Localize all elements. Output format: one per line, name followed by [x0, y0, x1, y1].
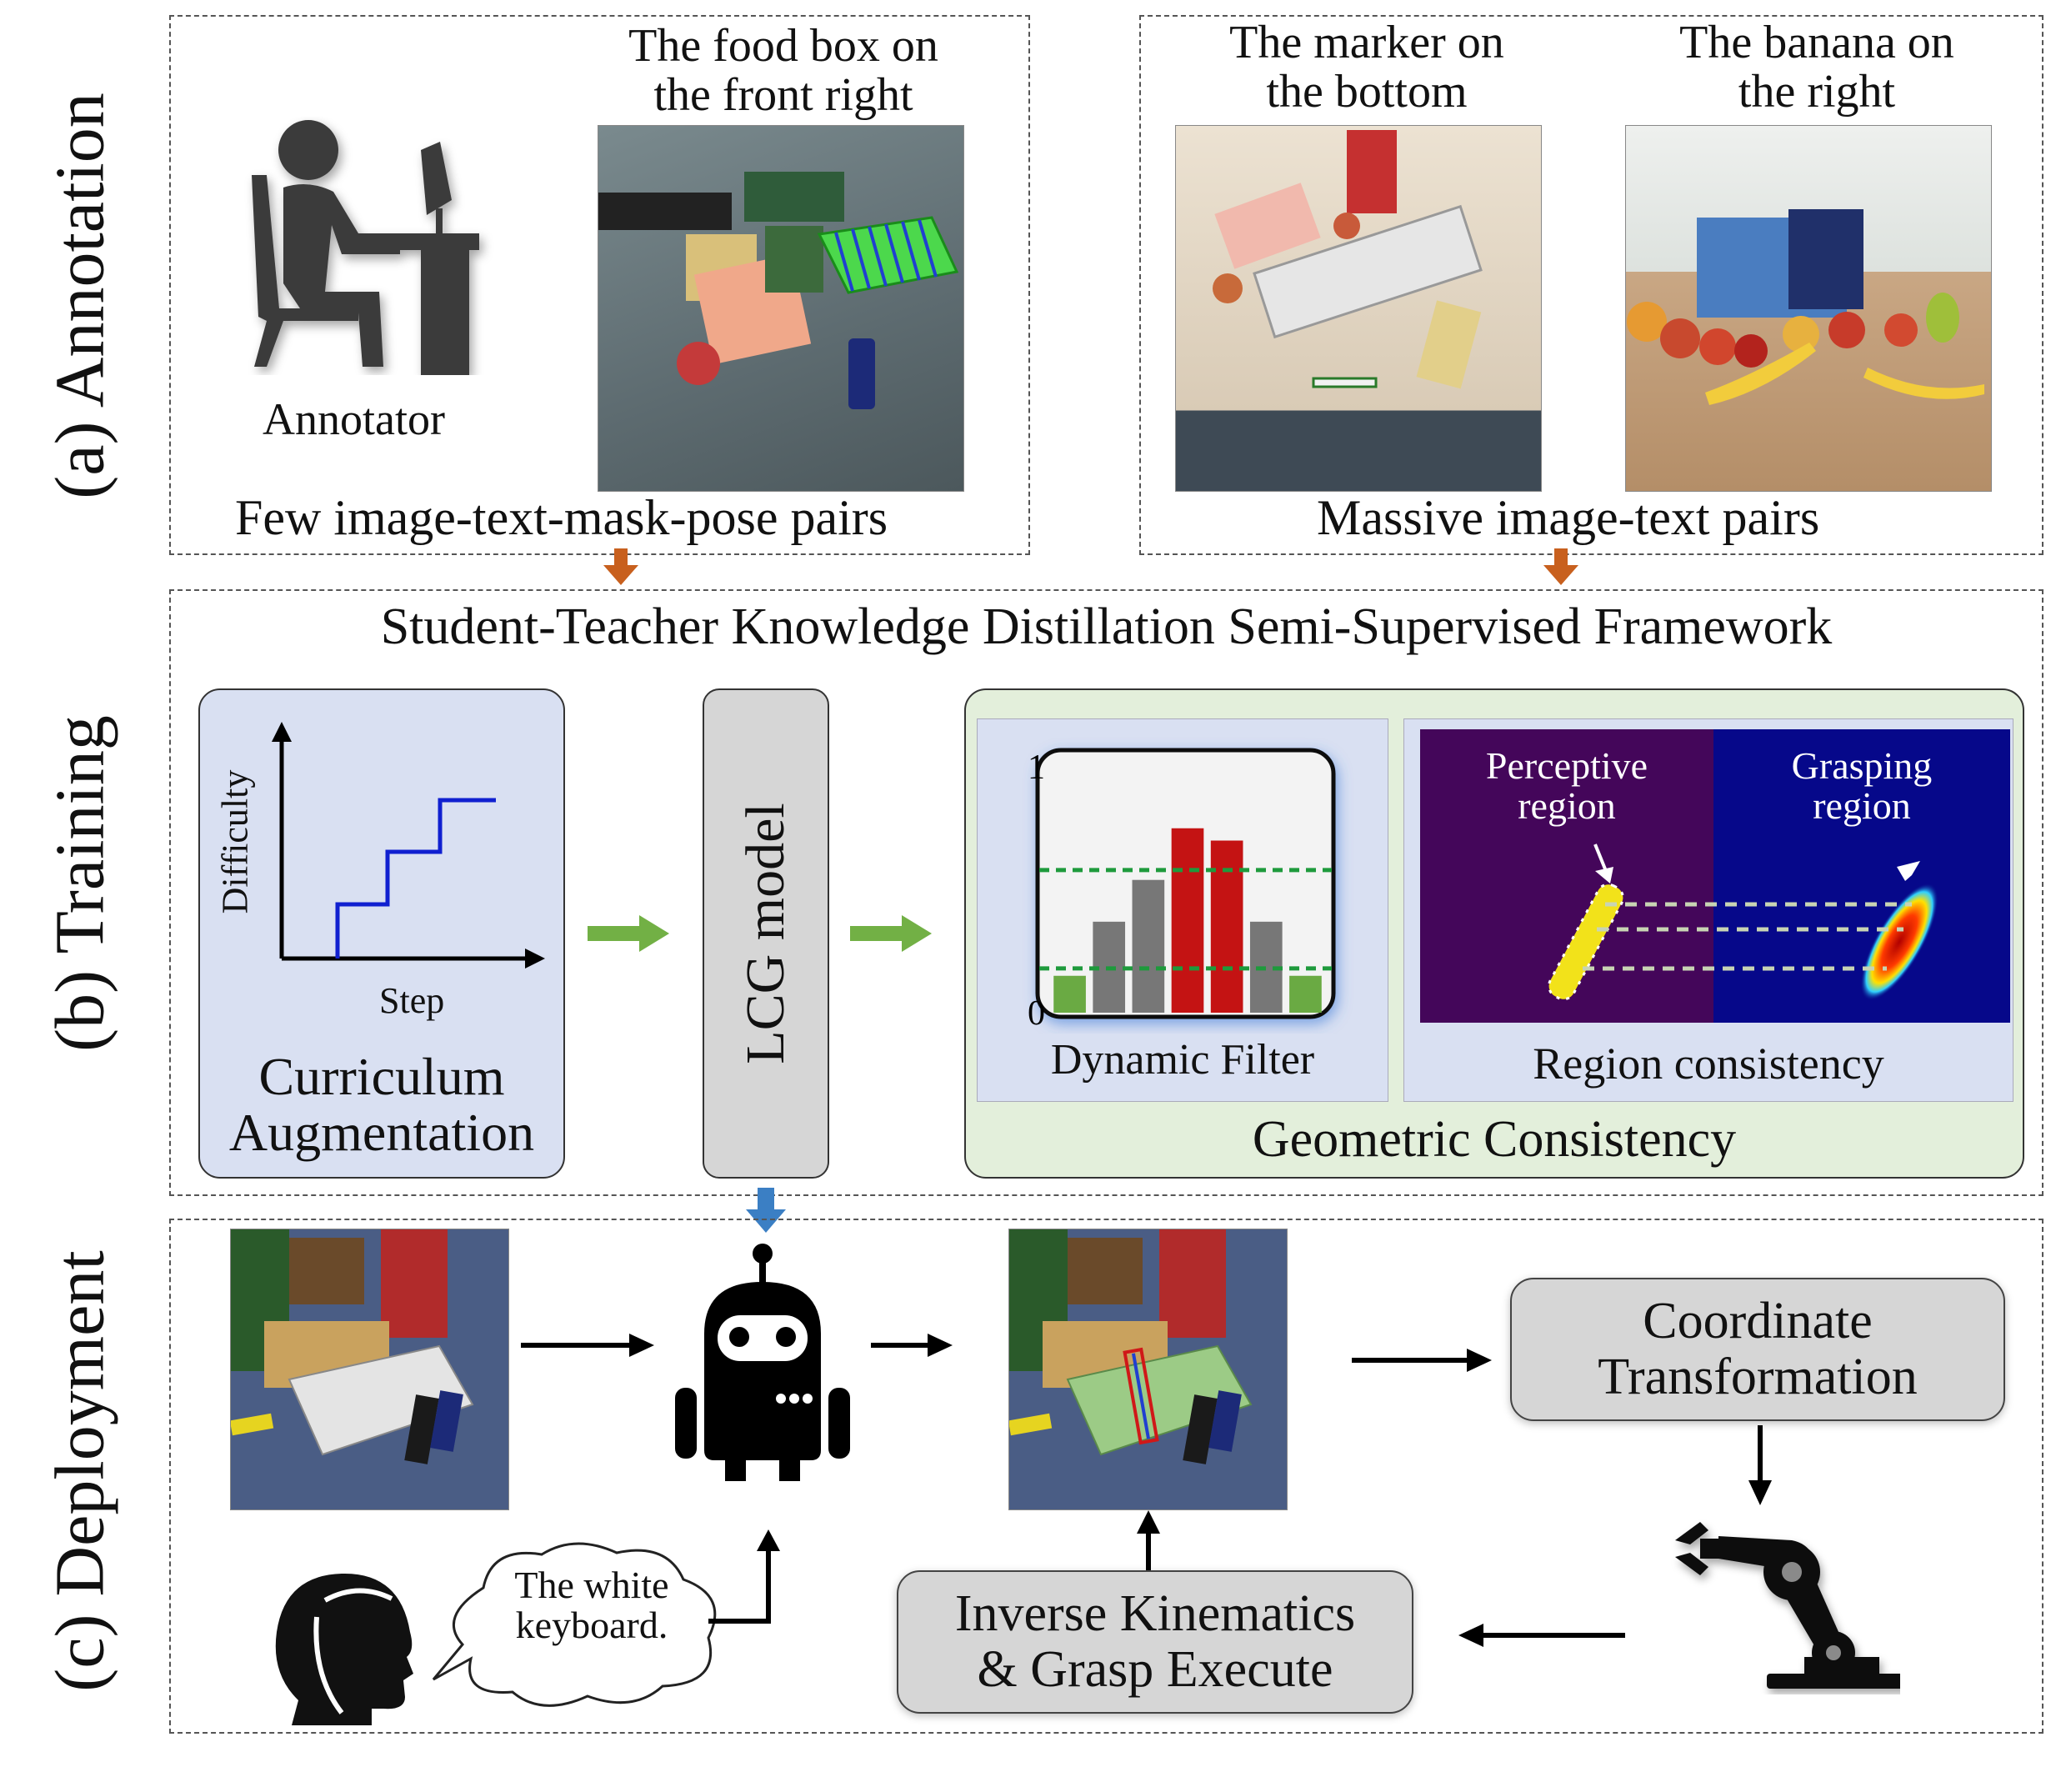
filter-bar-6 [1289, 975, 1322, 1013]
curriculum-title: Curriculum Augmentation [228, 1047, 535, 1163]
filter-bar-4 [1210, 840, 1243, 1013]
annotation-massive-panel [1139, 15, 2043, 555]
y-tick-label-1: 1 [1028, 748, 1045, 787]
curriculum-xlabel: Step [379, 980, 445, 1021]
curriculum-ylabel: Difficulty [214, 769, 256, 914]
massive-pairs-footer: Massive image-text pairs [1317, 490, 1820, 545]
annotator-icon [252, 120, 479, 375]
down-arrow-massive [1543, 548, 1578, 585]
filter-bar-3 [1171, 828, 1204, 1013]
input-scene-photo [230, 1229, 509, 1510]
geometric-consistency-title: Geometric Consistency [1252, 1111, 1737, 1168]
banana-photo [1625, 125, 1992, 492]
deployment-panel [169, 1219, 2043, 1734]
down-arrow-model [746, 1188, 786, 1233]
arrow-input-to-robot [521, 1334, 654, 1357]
framework-title: Student-Teacher Knowledge Distillation S… [380, 598, 1833, 655]
arrow-ik-to-output [1137, 1510, 1160, 1570]
few-image-caption: The food box on the front right [628, 20, 938, 121]
dynamic-filter-label: Dynamic Filter [1050, 1036, 1315, 1084]
speech-text: The white keyboard. [514, 1564, 669, 1647]
down-arrow-few [603, 548, 638, 585]
annotation-few-panel [169, 15, 1030, 555]
training-panel [169, 589, 2043, 1196]
few-pairs-footer: Few image-text-mask-pose pairs [235, 490, 888, 545]
green-arrow-2 [850, 915, 932, 952]
robot-arm-icon [1675, 1522, 1900, 1689]
filter-bar-0 [1053, 975, 1086, 1013]
dynamic-filter-chart: 01 [1028, 748, 1336, 1033]
green-arrow-1 [588, 915, 669, 952]
marker-photo [1175, 125, 1542, 492]
region-heatmap [1420, 729, 2010, 1023]
robot-icon [675, 1244, 850, 1481]
arrow-robot-to-output [871, 1334, 953, 1357]
lcg-model-label: LCG model [735, 803, 796, 1064]
inverse-kinematics-box: Inverse Kinematics & Grasp Execute [897, 1570, 1413, 1714]
arrow-arm-to-ik [1458, 1624, 1625, 1647]
curriculum-box [198, 688, 565, 1179]
arrow-coordinate-to-arm [1748, 1425, 1772, 1505]
speech-bubble [432, 1542, 717, 1707]
section-label-deployment: (c) Deployment [41, 1250, 119, 1692]
filter-bar-2 [1132, 879, 1165, 1013]
person-head-icon [275, 1573, 413, 1725]
arrow-output-to-coordinate [1352, 1349, 1492, 1372]
food-box-photo [598, 125, 964, 492]
massive-caption-2: The banana on the right [1679, 17, 1954, 118]
grasping-region-label: Grasping region [1791, 744, 1933, 828]
section-label-training: (b) Training [41, 715, 119, 1052]
section-label-annotation: (a) Annotation [41, 93, 119, 499]
lcg-model-box [703, 688, 829, 1179]
region-consistency-label: Region consistency [1533, 1039, 1884, 1089]
annotator-label: Annotator [263, 394, 445, 444]
y-tick-label-0: 0 [1028, 994, 1045, 1033]
massive-caption-1: The marker on the bottom [1229, 17, 1504, 118]
curriculum-step-plot [272, 722, 545, 969]
coordinate-transformation-box: Coordinate Transformation [1510, 1278, 2005, 1421]
arrow-speech-to-robot [708, 1529, 780, 1624]
perceptive-region-label: Perceptive region [1485, 744, 1648, 828]
output-scene-photo [1008, 1229, 1288, 1510]
